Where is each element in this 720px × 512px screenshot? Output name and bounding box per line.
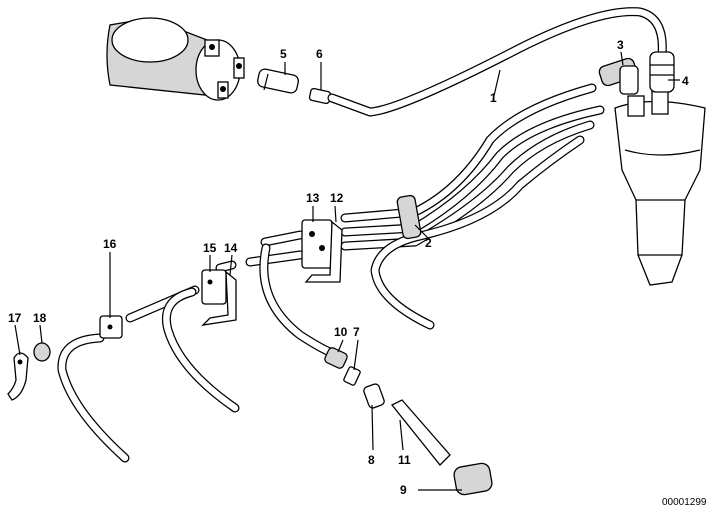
callout-11: 11 [398,453,411,467]
callout-1: 1 [490,91,497,105]
spark-plug-wires-left [57,230,335,463]
cap-9 [453,462,493,496]
callout-12: 12 [330,191,344,205]
bracket-17 [7,352,29,401]
wire-holder-16 [99,315,123,339]
callout-7: 7 [353,325,360,339]
callout-13: 13 [306,191,320,205]
grommet-18 [33,342,51,362]
callout-4: 4 [682,74,689,88]
reference-code: 00001299 [662,497,707,508]
callout-18: 18 [33,311,47,325]
bracket-12 [304,220,343,283]
spark-plug-wire-bundle [340,83,605,330]
terminal-7 [343,366,361,386]
bracket-14 [201,270,237,326]
sleeve-11 [390,399,451,466]
suppressor-connector-5 [257,68,299,94]
wire-holder-13 [301,219,333,269]
distributor [614,89,706,286]
boot-10 [324,347,348,369]
callout-15: 15 [203,241,217,255]
callout-16: 16 [103,237,117,251]
plug-8 [363,383,385,409]
callout-8: 8 [368,453,375,467]
sleeve-6 [308,87,332,105]
ignition-lead [327,7,667,117]
callout-17: 17 [8,311,22,325]
callout-6: 6 [316,47,323,61]
callout-2: 2 [425,236,432,250]
leader-lines [14,51,680,491]
plug-connector-3 [598,57,639,95]
callout-14: 14 [224,241,238,255]
callout-9: 9 [400,483,407,497]
callout-3: 3 [617,38,624,52]
plug-connector-4 [649,51,675,93]
wire-holder-15 [201,269,227,305]
callout-5: 5 [280,47,287,61]
callout-10: 10 [334,325,348,339]
ignition-coil [106,17,245,101]
